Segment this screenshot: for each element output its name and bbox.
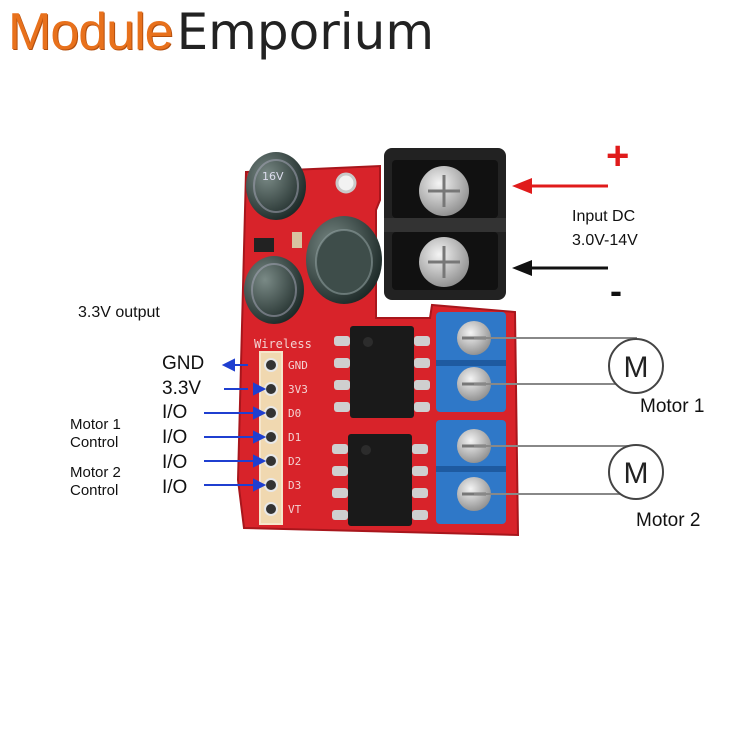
capacitor-top-left: 16V xyxy=(246,152,306,220)
silk-pin-d1: D1 xyxy=(288,431,301,444)
motor1-label: Motor 1 xyxy=(640,396,705,417)
input-plus-label: + xyxy=(606,134,630,178)
motor1-control-label: Motor 1 Control xyxy=(70,416,121,451)
input-dc-label: Input DC xyxy=(572,208,636,225)
power-terminal-block xyxy=(384,148,506,300)
mounting-hole xyxy=(335,172,357,194)
motor2-symbol-letter: M xyxy=(624,457,649,490)
ic-chip-bottom xyxy=(332,434,428,526)
pin-label-3v3: 3.3V xyxy=(162,378,202,399)
silk-pin-d3: D3 xyxy=(288,479,301,492)
pin-label-io-1: I/O xyxy=(162,402,188,423)
motor1-symbol-letter: M xyxy=(624,351,649,384)
input-minus-label: - xyxy=(610,270,622,311)
ic-chip-top xyxy=(334,326,430,418)
input-minus-arrow xyxy=(512,260,608,276)
input-plus-arrow xyxy=(512,178,608,194)
pin-label-gnd: GND xyxy=(162,353,205,374)
silk-pin-vt: VT xyxy=(288,503,302,516)
silkscreen-title: Wireless xyxy=(254,337,312,351)
pin-arrows xyxy=(204,358,267,492)
motor2-symbol xyxy=(608,444,664,500)
capacitor-bottom-left xyxy=(244,256,304,324)
cap-text: 16V xyxy=(262,170,284,183)
regulator-chip xyxy=(254,238,274,252)
silk-pin-d2: D2 xyxy=(288,455,301,468)
motor2-label: Motor 2 xyxy=(636,510,701,531)
motor1-symbol xyxy=(608,338,664,394)
pin-label-io-3: I/O xyxy=(162,452,188,473)
silk-pin-3v3: 3V3 xyxy=(288,383,308,396)
silk-pin-d0: D0 xyxy=(288,407,301,420)
motor2-terminal xyxy=(436,420,506,524)
pin-label-io-4: I/O xyxy=(162,477,188,498)
motor2-control-label: Motor 2 Control xyxy=(70,464,121,499)
silk-pin-gnd: GND xyxy=(288,359,308,372)
capacitor-large xyxy=(306,216,382,304)
pin-label-io-2: I/O xyxy=(162,427,188,448)
input-range-label: 3.0V-14V xyxy=(572,232,638,249)
brand-part2: Emporium xyxy=(176,3,435,61)
brand-part1: Module xyxy=(8,3,174,61)
motor1-terminal xyxy=(436,312,506,412)
pin-header xyxy=(259,351,283,525)
brand-logo: ModuleEmporium xyxy=(8,6,434,58)
output-33-label: 3.3V output xyxy=(78,304,160,321)
